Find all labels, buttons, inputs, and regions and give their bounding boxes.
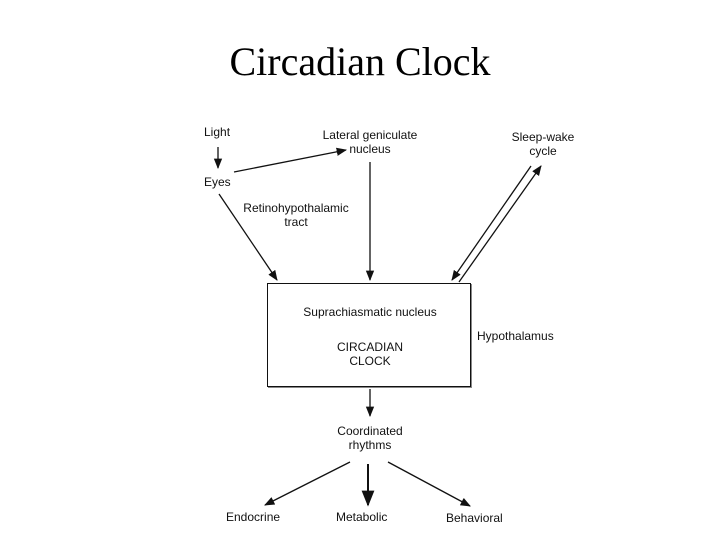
- node-sleep-line1: Sleep-wake: [511, 130, 575, 144]
- node-lgn-line1: Lateral geniculate: [322, 128, 418, 142]
- arrow-scn-to-sleep: [458, 165, 542, 283]
- node-scn: Suprachiasmatic nucleus: [303, 305, 437, 319]
- arrow-rhythms-to-endocrine: [264, 461, 351, 506]
- node-coordinated-rhythms: Coordinated rhythms: [310, 424, 430, 452]
- node-rht-line1: Retinohypothalamic: [243, 201, 349, 215]
- node-eyes: Eyes: [204, 175, 231, 189]
- node-endocrine: Endocrine: [226, 510, 281, 524]
- arrow-sleep-to-scn: [451, 165, 532, 281]
- node-lgn: Lateral geniculate nucleus: [305, 128, 435, 156]
- node-light: Light: [204, 125, 231, 139]
- node-sleep-line2: cycle: [529, 144, 557, 158]
- node-behavioral: Behavioral: [446, 511, 503, 525]
- node-circadian-clock: CIRCADIAN CLOCK: [305, 340, 435, 368]
- arrow-rhythms-to-behavioral: [387, 461, 471, 507]
- node-lgn-line2: nucleus: [349, 142, 391, 156]
- node-metabolic: Metabolic: [336, 510, 388, 524]
- arrow-eyes-to-scn: [218, 193, 278, 281]
- node-rht: Retinohypothalamic tract: [226, 201, 366, 229]
- scn-box: [267, 283, 471, 387]
- node-rhythms-line1: Coordinated: [337, 424, 403, 438]
- node-rht-line2: tract: [284, 215, 308, 229]
- node-rhythms-line2: rhythms: [348, 438, 392, 452]
- node-sleep-wake: Sleep-wake cycle: [493, 130, 593, 158]
- node-clock-line1: CIRCADIAN: [336, 340, 403, 354]
- arrow-eyes-to-lgn: [233, 147, 348, 173]
- node-hypothalamus: Hypothalamus: [477, 329, 554, 343]
- node-clock-line2: CLOCK: [349, 354, 391, 368]
- slide-title: Circadian Clock: [229, 39, 491, 84]
